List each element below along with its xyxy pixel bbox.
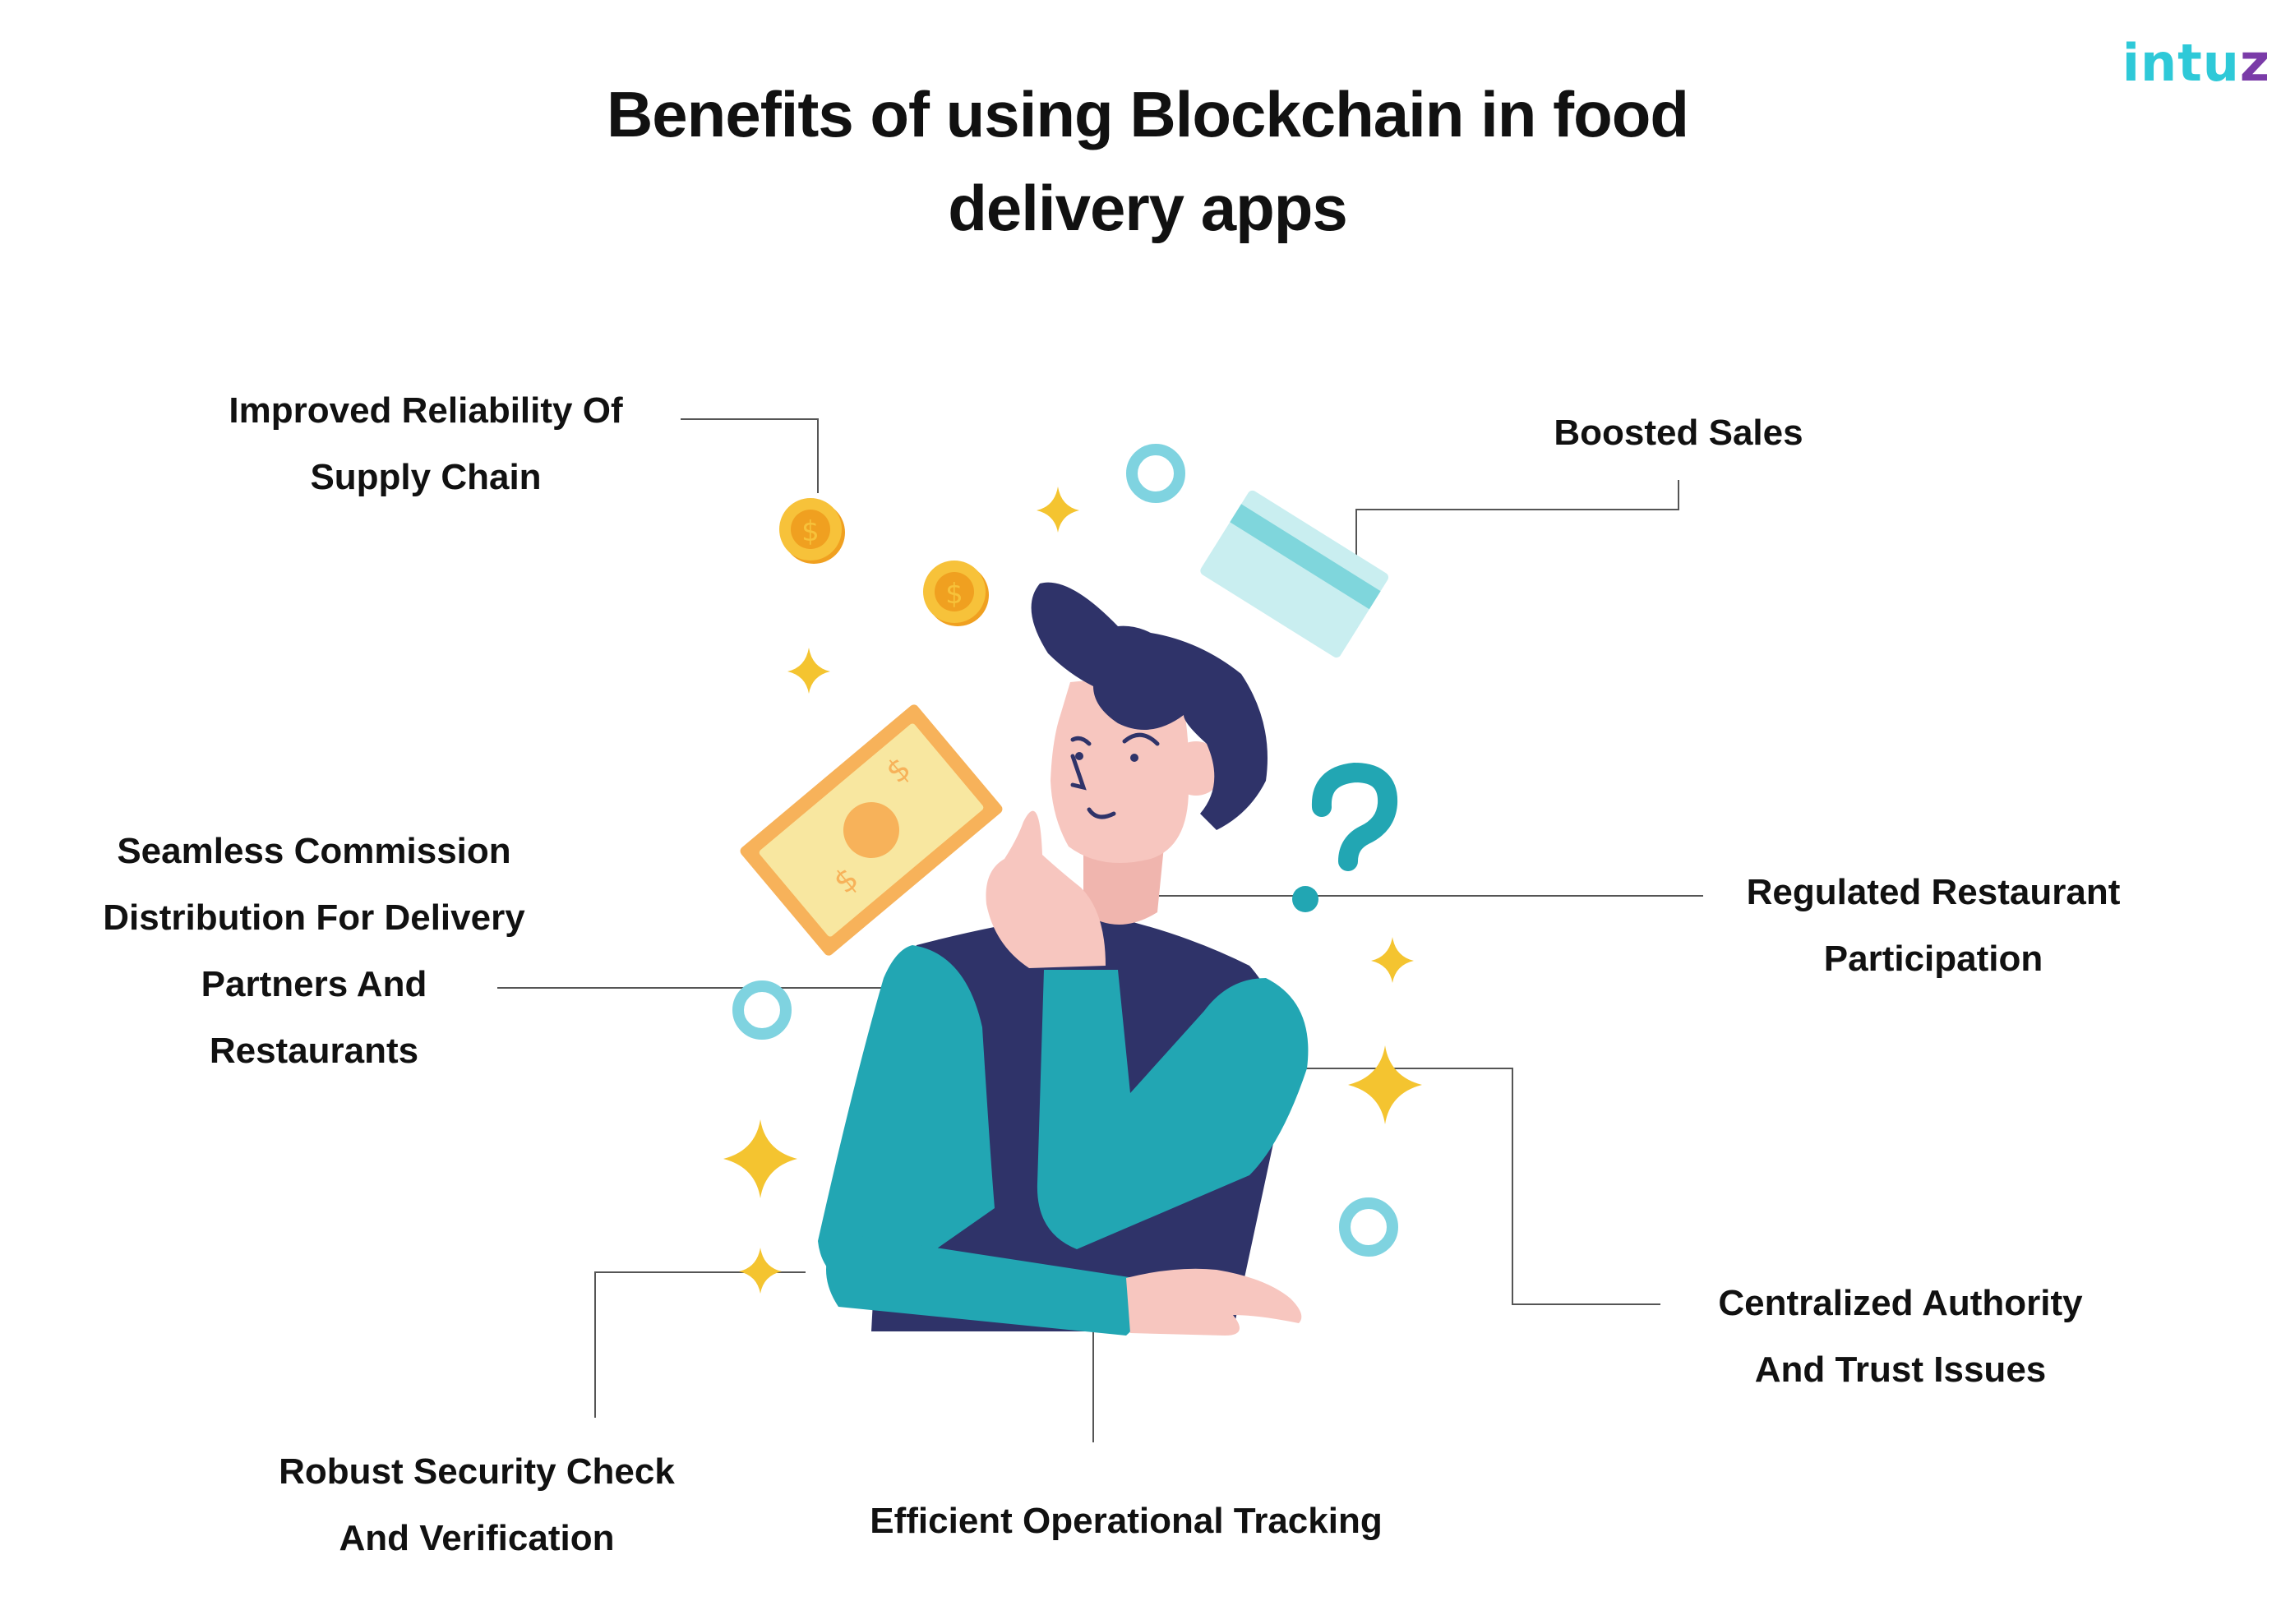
left-arm <box>818 945 995 1294</box>
benefit-operational-tracking: Efficient Operational Tracking <box>822 1488 1430 1554</box>
benefit-line: And Verification <box>339 1518 615 1558</box>
forearm <box>826 1233 1141 1336</box>
hair <box>1031 582 1268 830</box>
benefit-line: Improved Reliability Of <box>229 390 623 431</box>
benefit-commission: Seamless Commission Distribution For Del… <box>67 818 561 1084</box>
benefit-restaurant-participation: Regulated Restaurant Participation <box>1711 859 2155 992</box>
eye <box>1130 754 1138 762</box>
benefit-line: Efficient Operational Tracking <box>870 1501 1383 1541</box>
title-line-1: Benefits of using Blockchain in food <box>606 78 1689 150</box>
benefit-line: Robust Security Check <box>279 1451 675 1492</box>
benefit-line: Distribution For Delivery <box>103 897 525 938</box>
sparkle-icon <box>1348 1045 1422 1124</box>
benefit-line: Participation <box>1823 939 2043 979</box>
ring-icon <box>1339 1197 1398 1257</box>
chin-hand <box>986 810 1106 968</box>
benefit-boosted-sales: Boosted Sales <box>1514 399 1843 466</box>
ring-icon <box>1126 444 1185 503</box>
connector-boosted-sales <box>1355 480 1679 559</box>
title-line-2: delivery apps <box>948 172 1348 244</box>
thinking-person <box>818 582 1309 1336</box>
ear <box>1169 741 1223 796</box>
sparkle-icon <box>723 1119 797 1198</box>
intuz-logo: intuz <box>2122 33 2270 93</box>
connector-supply-chain <box>681 418 819 493</box>
sparkle-icons <box>723 487 1422 1294</box>
connector-centralized <box>1303 1068 1660 1305</box>
sparkle-icon <box>787 648 830 694</box>
benefit-line: Supply Chain <box>310 457 542 497</box>
benefit-line: Centralized Authority <box>1718 1283 2083 1323</box>
sparkle-icon <box>1371 937 1414 983</box>
logo-text-accent: z <box>2239 33 2270 93</box>
benefit-centralized-authority: Centralized Authority And Trust Issues <box>1670 1270 2131 1403</box>
logo-text-main: intu <box>2122 33 2240 93</box>
connector-lines <box>497 418 1703 1442</box>
eye <box>1075 752 1083 760</box>
dollar-coin-icon: $ <box>779 498 845 564</box>
dollar-coin-icon: $ <box>923 561 989 626</box>
front-hand <box>1126 1268 1302 1336</box>
dollar-banknote-icon: $ $ <box>740 704 1003 956</box>
right-arm <box>1037 970 1309 1249</box>
benefit-line: Regulated Restaurant <box>1746 872 2121 912</box>
credit-card-icon <box>1200 490 1389 658</box>
coin-symbol: $ <box>945 578 963 611</box>
benefit-line: Restaurants <box>209 1031 419 1071</box>
ring-icons <box>732 444 1398 1257</box>
coin-symbol: $ <box>801 515 820 548</box>
sparkle-icon <box>1037 487 1079 533</box>
page-title: Benefits of using Blockchain in food del… <box>0 67 2295 255</box>
connector-security <box>594 1271 806 1418</box>
face-lines <box>1070 732 1160 819</box>
benefit-security-check: Robust Security Check And Verification <box>238 1438 715 1571</box>
question-mark-icon <box>1292 762 1398 912</box>
ring-icon <box>732 980 792 1040</box>
benefit-line: Partners And <box>201 964 427 1004</box>
benefit-supply-chain: Improved Reliability Of Supply Chain <box>179 377 672 510</box>
benefit-line: Boosted Sales <box>1554 413 1803 453</box>
sparkle-icon <box>739 1248 782 1294</box>
benefit-line: And Trust Issues <box>1754 1349 2047 1390</box>
benefit-line: Seamless Commission <box>117 831 511 871</box>
